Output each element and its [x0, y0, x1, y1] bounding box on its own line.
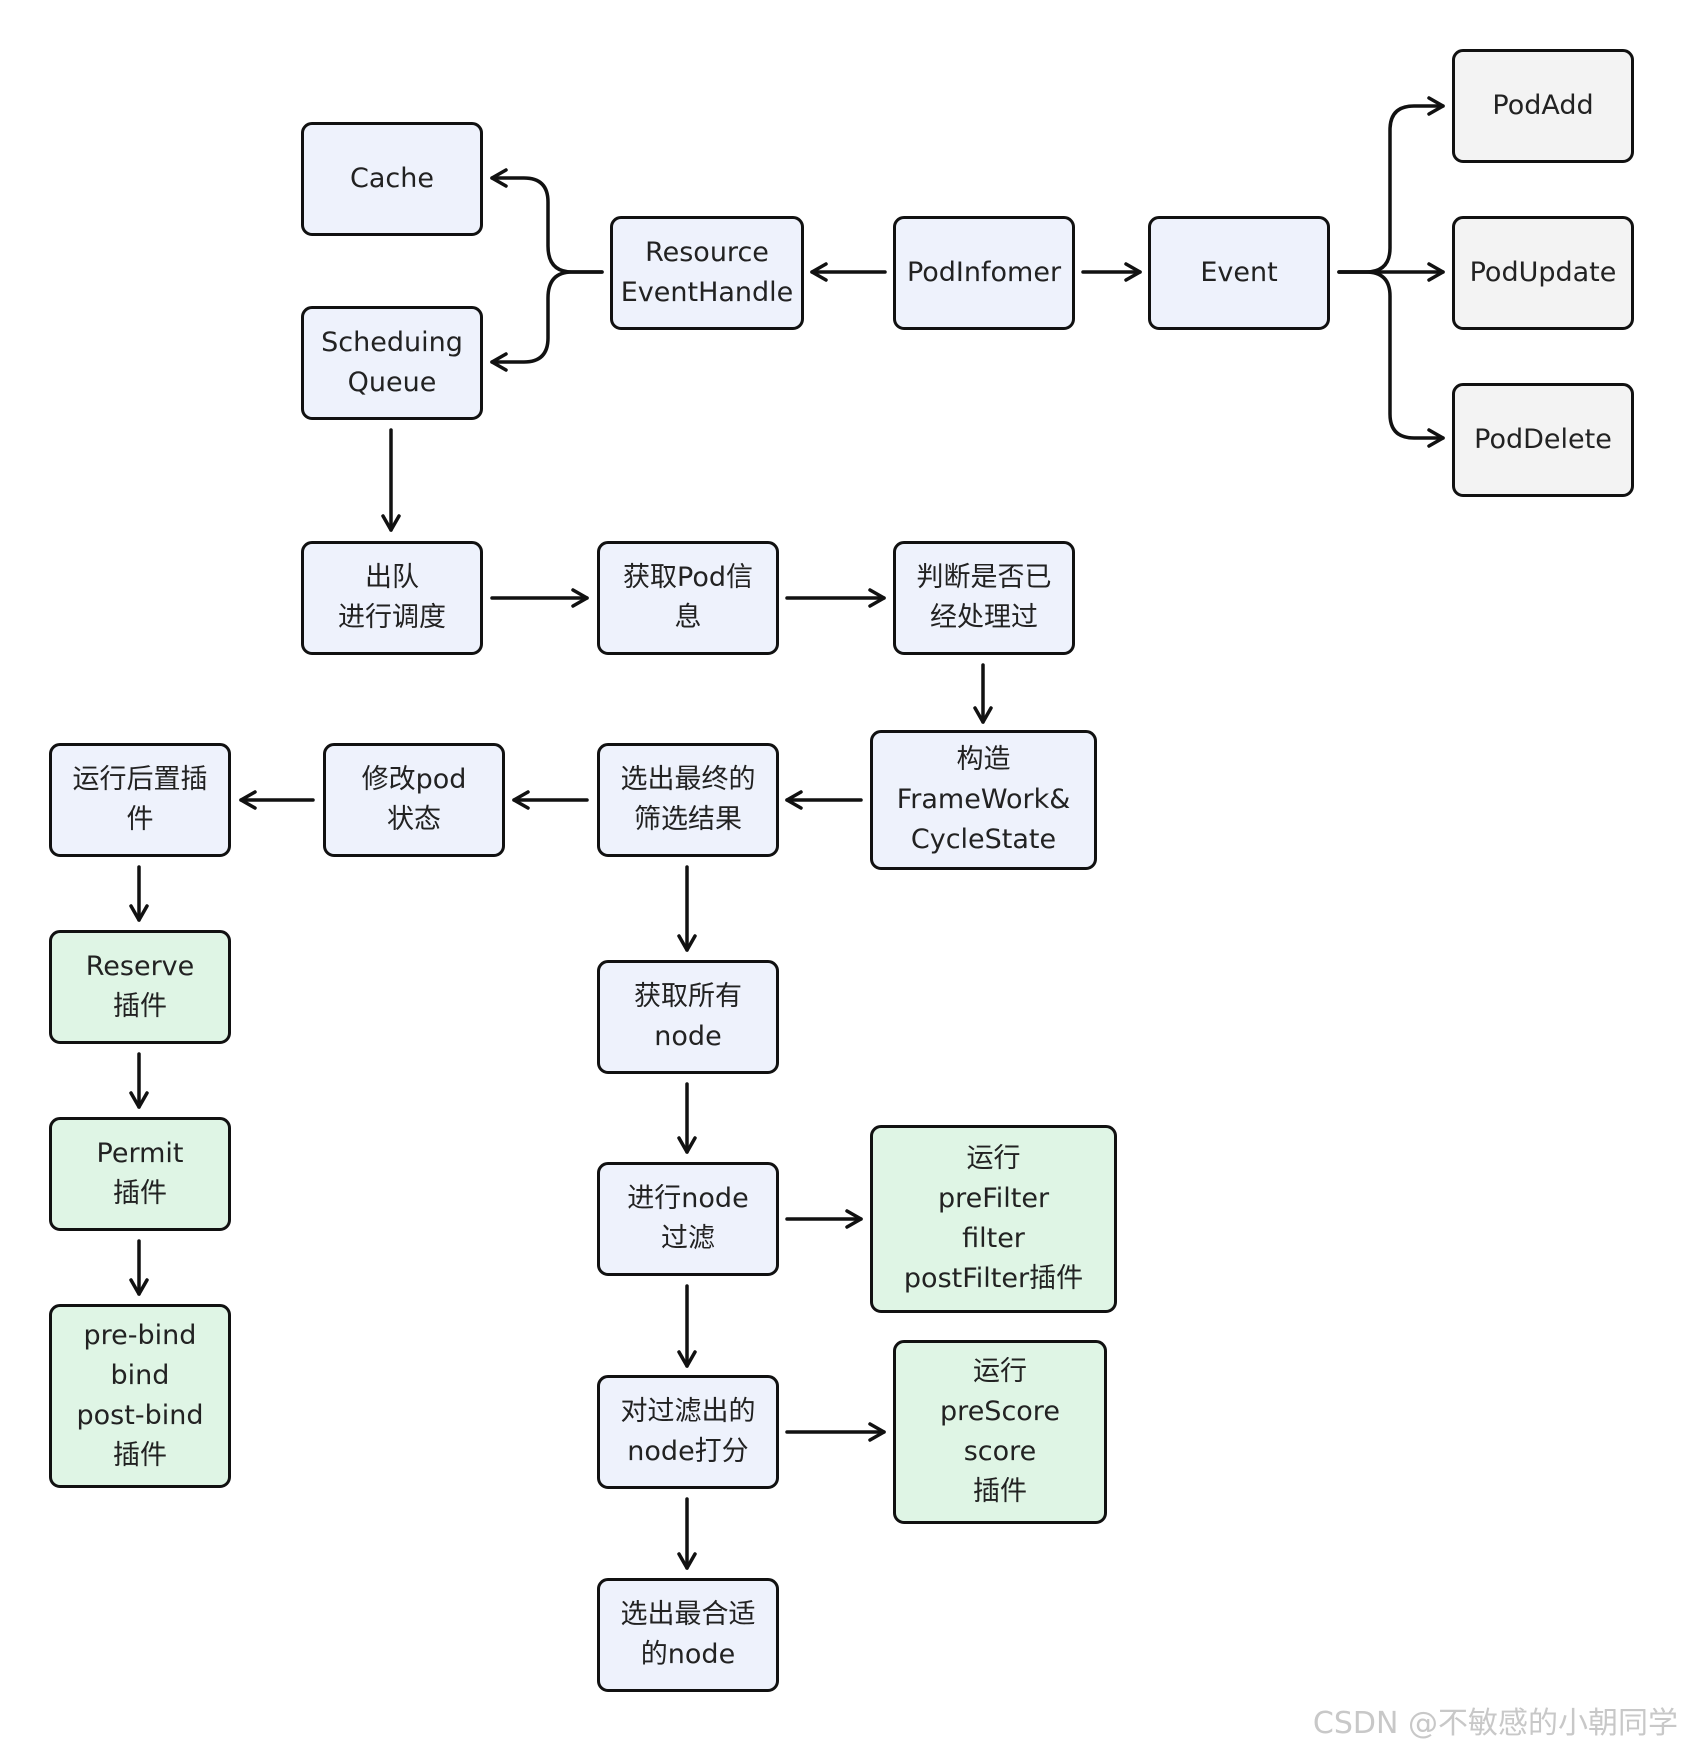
node-bind: pre-bind bind post-bind 插件 — [49, 1304, 231, 1488]
node-run-filter-plugins: 运行 preFilter filter postFilter插件 — [870, 1125, 1117, 1313]
node-pod-update: PodUpdate — [1452, 216, 1634, 330]
node-get-pod-info: 获取Pod信 息 — [597, 541, 779, 655]
node-resource-event-handle: Resource EventHandle — [610, 216, 804, 330]
node-pod-add: PodAdd — [1452, 49, 1634, 163]
node-run-score-plugins: 运行 preScore score 插件 — [893, 1340, 1107, 1524]
node-dequeue: 出队 进行调度 — [301, 541, 483, 655]
node-event: Event — [1148, 216, 1330, 330]
edge-event-to-poddelete — [1337, 270, 1445, 448]
node-run-post-plugins: 运行后置插 件 — [49, 743, 231, 857]
node-select-best: 选出最合适 的node — [597, 1578, 779, 1692]
edge-resourceeventhandle-to-schedulingqueue — [490, 270, 604, 372]
node-select-final: 选出最终的 筛选结果 — [597, 743, 779, 857]
node-scheduling-queue: Scheduing Queue — [301, 306, 483, 420]
node-pod-informer: PodInfomer — [893, 216, 1075, 330]
node-permit: Permit 插件 — [49, 1117, 231, 1231]
node-get-all-nodes: 获取所有 node — [597, 960, 779, 1074]
node-score-nodes: 对过滤出的 node打分 — [597, 1375, 779, 1489]
node-pod-delete: PodDelete — [1452, 383, 1634, 497]
node-modify-pod: 修改pod 状态 — [323, 743, 505, 857]
watermark: CSDN @不敏感的小朝同学 — [1312, 1706, 1678, 1741]
node-cache: Cache — [301, 122, 483, 236]
node-build-framework: 构造 FrameWork& CycleState — [870, 730, 1097, 870]
node-filter-nodes: 进行node 过滤 — [597, 1162, 779, 1276]
edge-event-to-podadd — [1337, 96, 1445, 274]
node-check-processed: 判断是否已 经处理过 — [893, 541, 1075, 655]
edge-resourceeventhandle-to-cache — [490, 168, 604, 274]
node-reserve: Reserve 插件 — [49, 930, 231, 1044]
